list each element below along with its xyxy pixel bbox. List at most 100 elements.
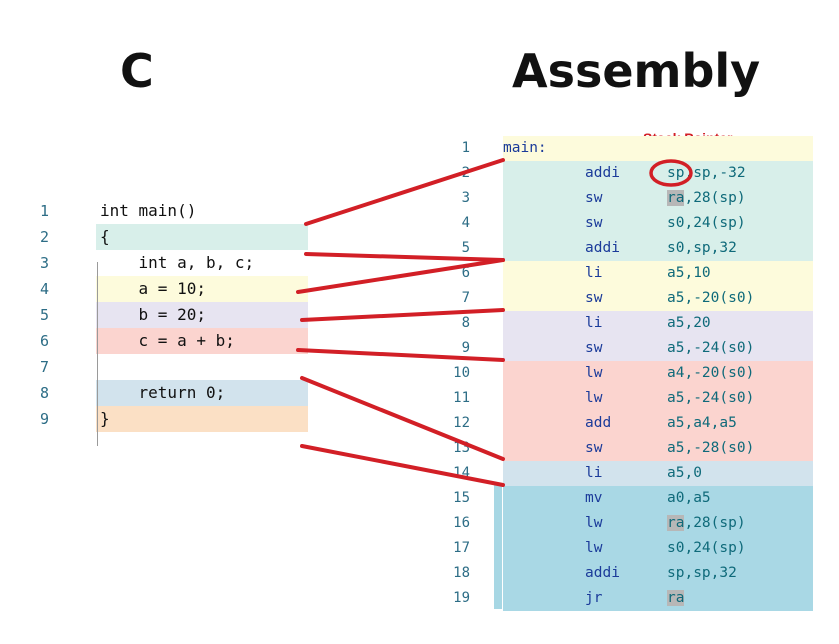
c-line-number: 1	[40, 202, 50, 220]
asm-code-line: li a5,0	[503, 461, 813, 486]
ra-highlight: ra	[667, 590, 685, 606]
asm-operands: a5,-28(s0)	[667, 440, 755, 456]
prologue-start-connector	[304, 158, 505, 226]
c-line-number: 4	[40, 280, 50, 298]
asm-line-number: 5	[461, 240, 470, 256]
stack-pointer-circle	[649, 159, 693, 187]
asm-operands: a5,-24(s0)	[667, 340, 755, 356]
asm-opcode: sw	[585, 440, 603, 456]
asm-code-line: li a5,10	[503, 261, 813, 286]
asm-opcode: addi	[585, 240, 620, 256]
asm-opcode: sw	[585, 215, 603, 231]
ra-highlight: ra	[667, 190, 685, 206]
asm-opcode: mv	[585, 490, 603, 506]
c-code-line: c = a + b;	[96, 328, 308, 354]
c-line-number: 6	[40, 332, 50, 350]
asm-operands: a5,-24(s0)	[667, 390, 755, 406]
c-code-text: }	[100, 409, 110, 428]
asm-operands: s0,24(sp)	[667, 215, 746, 231]
asm-opcode: li	[585, 465, 603, 481]
asm-code-line: mv a0,a5	[503, 486, 813, 511]
c-line-number: 3	[40, 254, 50, 272]
asm-operands: ra,28(sp)	[667, 515, 746, 531]
add-connector	[300, 376, 505, 461]
asm-line-number: 19	[453, 590, 470, 606]
asm-line-number: 7	[461, 290, 470, 306]
asm-code-line: sw a5,-20(s0)	[503, 286, 813, 311]
asm-line-number: 16	[453, 515, 470, 531]
asm-code-line: lw ra,28(sp)	[503, 511, 813, 536]
ra-highlight: ra	[667, 515, 685, 531]
assembly-title: Assembly	[512, 44, 761, 98]
asm-code-line: main:	[503, 136, 813, 161]
asm-operands: sp,sp,32	[667, 565, 737, 581]
asm-opcode: lw	[585, 515, 603, 531]
asm-opcode: jr	[585, 590, 603, 606]
asm-opcode: sw	[585, 340, 603, 356]
asm-operands: a5,0	[667, 465, 702, 481]
declare-connector	[296, 258, 505, 294]
asm-operands: sp,sp,-32	[667, 165, 746, 181]
open-brace-connector	[304, 252, 505, 262]
c-code-line: b = 20;	[96, 302, 308, 328]
asm-line-number: 1	[461, 140, 470, 156]
asm-line-number: 18	[453, 565, 470, 581]
asm-operands: a5,20	[667, 315, 711, 331]
asm-code-line: li a5,20	[503, 311, 813, 336]
return-connector	[300, 444, 505, 487]
assign-a-connector	[300, 308, 505, 322]
c-code-line: return 0;	[96, 380, 308, 406]
asm-code-line: sw s0,24(sp)	[503, 211, 813, 236]
indent-guide	[97, 262, 98, 446]
asm-operands: a0,a5	[667, 490, 711, 506]
c-code-text: b = 20;	[100, 305, 206, 324]
asm-line-number: 10	[453, 365, 470, 381]
asm-line-number: 6	[461, 265, 470, 281]
asm-code-line: sw a5,-28(s0)	[503, 436, 813, 461]
c-code-line: int a, b, c;	[96, 250, 308, 276]
c-code-text: return 0;	[100, 383, 226, 402]
asm-operands: a5,-20(s0)	[667, 290, 755, 306]
asm-operands: s0,24(sp)	[667, 540, 746, 556]
asm-line-number: 11	[453, 390, 470, 406]
asm-line-number: 8	[461, 315, 470, 331]
asm-operands: s0,sp,32	[667, 240, 737, 256]
asm-opcode: sw	[585, 290, 603, 306]
asm-line-number: 4	[461, 215, 470, 231]
asm-opcode: addi	[585, 165, 620, 181]
c-line-number: 7	[40, 358, 50, 376]
asm-line-number: 12	[453, 415, 470, 431]
assign-b-connector	[296, 348, 505, 362]
asm-opcode: lw	[585, 540, 603, 556]
asm-opcode: lw	[585, 390, 603, 406]
c-code-text: c = a + b;	[100, 331, 235, 350]
c-code-line: int main()	[96, 198, 308, 224]
asm-operands: a4,-20(s0)	[667, 365, 755, 381]
asm-code-line: sw ra,28(sp)	[503, 186, 813, 211]
asm-opcode: li	[585, 315, 603, 331]
c-code-text: a = 10;	[100, 279, 206, 298]
asm-opcode: li	[585, 265, 603, 281]
c-code-line: {	[96, 224, 308, 250]
asm-operands: ra,28(sp)	[667, 190, 746, 206]
asm-line-number: 17	[453, 540, 470, 556]
asm-opcode: sw	[585, 190, 603, 206]
asm-code-line: jr ra	[503, 586, 813, 611]
c-code-text: int a, b, c;	[100, 253, 255, 272]
c-line-number: 9	[40, 410, 50, 428]
c-code-text: int main()	[100, 201, 197, 220]
asm-code-line: addi s0,sp,32	[503, 236, 813, 261]
asm-operands: ra	[667, 586, 685, 611]
asm-operands: a5,10	[667, 265, 711, 281]
asm-opcode: lw	[585, 365, 603, 381]
asm-operands: a5,a4,a5	[667, 415, 737, 431]
c-line-number: 8	[40, 384, 50, 402]
asm-label: main:	[503, 140, 547, 156]
asm-line-number: 9	[461, 340, 470, 356]
epilogue-gutter	[494, 485, 502, 609]
asm-code-line: lw s0,24(sp)	[503, 536, 813, 561]
c-title: C	[120, 44, 154, 98]
c-code-line: a = 10;	[96, 276, 308, 302]
